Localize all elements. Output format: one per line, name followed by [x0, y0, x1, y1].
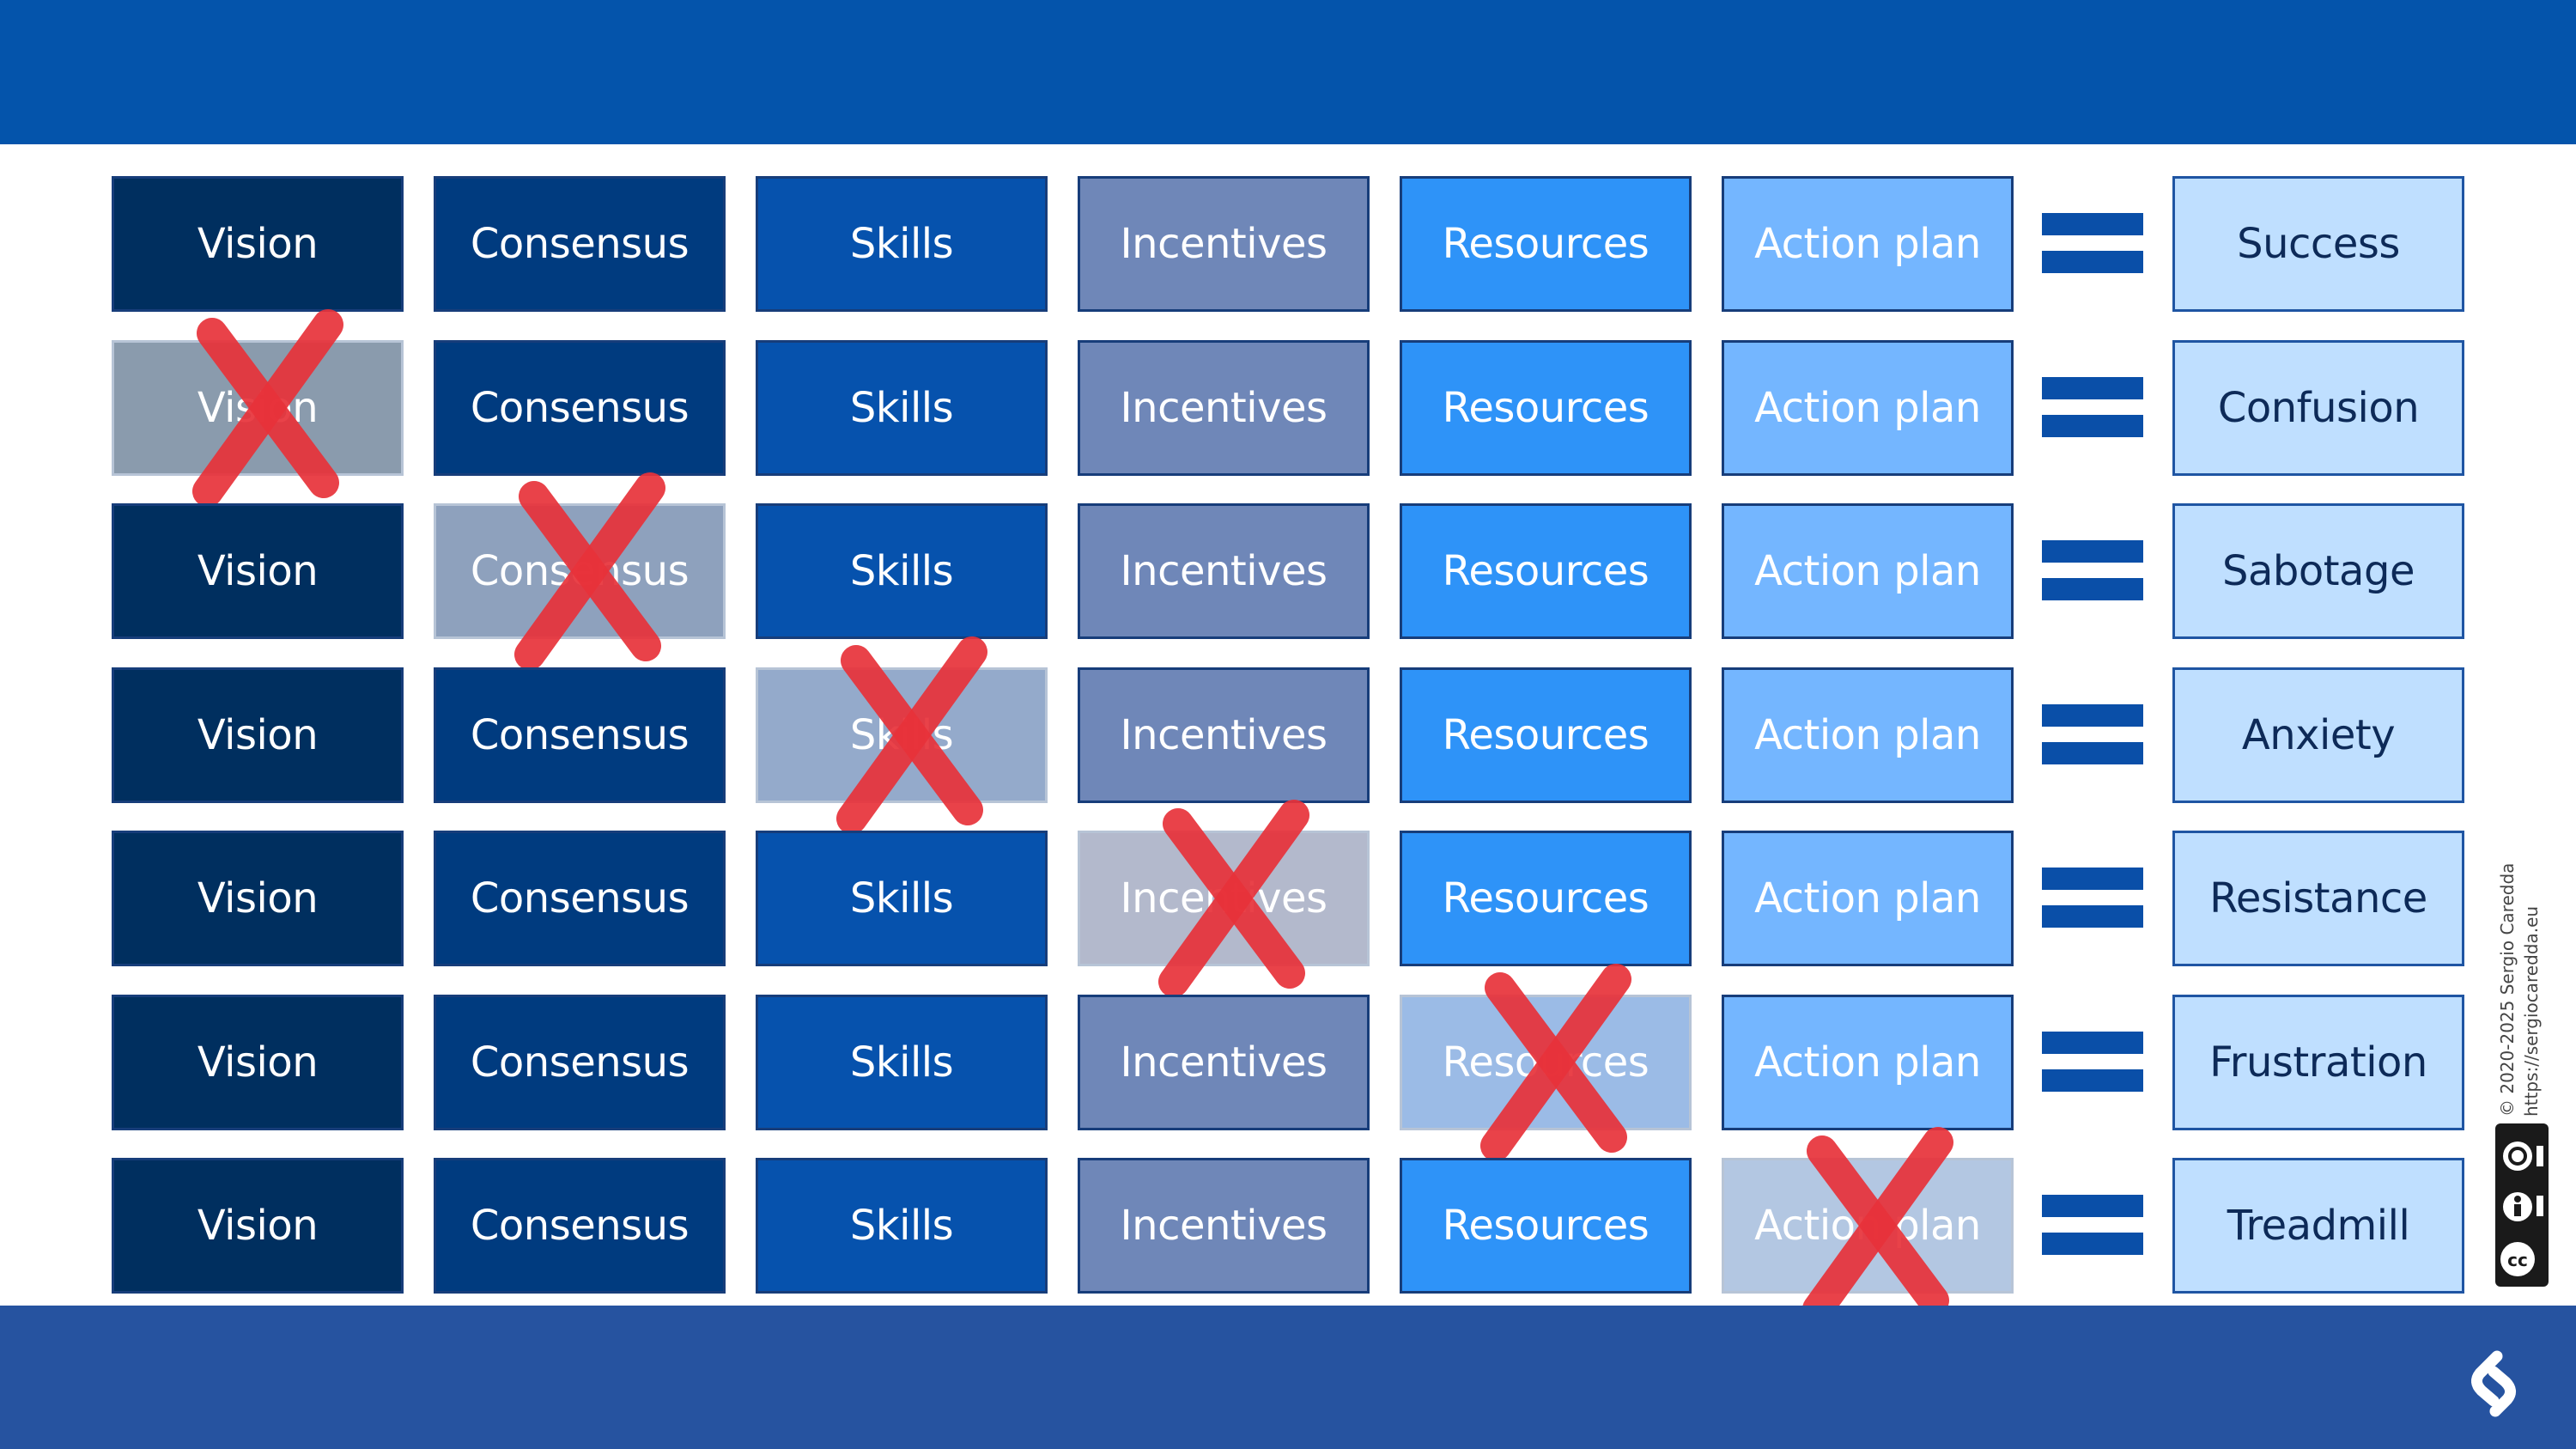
copyright-text: © 2020-2025 Sergio Caredda	[2497, 862, 2518, 1117]
cell-consensus: Consensus	[434, 176, 726, 312]
cell-consensus: Consensus	[434, 1158, 726, 1294]
cell-resources: Resources	[1400, 176, 1692, 312]
cell-action-plan: Action plan	[1722, 503, 2014, 639]
cell-skills: Skills	[756, 831, 1048, 966]
cell-consensus: Consensus	[434, 667, 726, 803]
cell-skills: Skills	[756, 340, 1048, 476]
cell-action-plan: Action plan	[1722, 340, 2014, 476]
cell-resources: Resources	[1400, 340, 1692, 476]
cell-action-plan: Action plan	[1722, 831, 2014, 966]
result-success: Success	[2172, 176, 2464, 312]
cell-skills: Skills	[756, 667, 1048, 803]
equals-icon	[2042, 1032, 2143, 1093]
cell-incentives: Incentives	[1078, 503, 1370, 639]
cell-vision: Vision	[112, 340, 404, 476]
equals-icon	[2042, 1195, 2143, 1257]
cell-resources: Resources	[1400, 995, 1692, 1130]
equals-icon	[2042, 377, 2143, 439]
credit-url[interactable]: https://sergiocaredda.eu	[2521, 905, 2542, 1117]
cell-vision: Vision	[112, 995, 404, 1130]
result-sabotage: Sabotage	[2172, 503, 2464, 639]
cell-action-plan: Action plan	[1722, 995, 2014, 1130]
cell-vision: Vision	[112, 667, 404, 803]
cell-incentives: Incentives	[1078, 1158, 1370, 1294]
cell-incentives: Incentives	[1078, 340, 1370, 476]
equals-icon	[2042, 213, 2143, 275]
cell-incentives: Incentives	[1078, 667, 1370, 803]
cell-skills: Skills	[756, 176, 1048, 312]
equals-icon	[2042, 540, 2143, 602]
cell-vision: Vision	[112, 831, 404, 966]
cell-resources: Resources	[1400, 667, 1692, 803]
cell-incentives: Incentives	[1078, 176, 1370, 312]
cell-skills: Skills	[756, 995, 1048, 1130]
cell-incentives: Incentives	[1078, 831, 1370, 966]
cell-skills: Skills	[756, 1158, 1048, 1294]
equals-icon	[2042, 704, 2143, 766]
cell-consensus: Consensus	[434, 340, 726, 476]
brand-logo-icon	[2456, 1344, 2533, 1422]
svg-text:cc: cc	[2507, 1250, 2528, 1270]
cell-action-plan: Action plan	[1722, 667, 2014, 803]
cell-incentives: Incentives	[1078, 995, 1370, 1130]
credit-block: © 2020-2025 Sergio Caredda https://sergi…	[2494, 852, 2542, 1117]
result-anxiety: Anxiety	[2172, 667, 2464, 803]
footer-band	[0, 1306, 2576, 1449]
cell-consensus: Consensus	[434, 503, 726, 639]
equals-icon	[2042, 868, 2143, 929]
result-frustration: Frustration	[2172, 995, 2464, 1130]
cell-resources: Resources	[1400, 831, 1692, 966]
result-confusion: Confusion	[2172, 340, 2464, 476]
result-treadmill: Treadmill	[2172, 1158, 2464, 1294]
cell-vision: Vision	[112, 1158, 404, 1294]
cc-by-sa-icon: cc	[2495, 1123, 2549, 1287]
cell-vision: Vision	[112, 176, 404, 312]
cell-resources: Resources	[1400, 1158, 1692, 1294]
header-band	[0, 0, 2576, 144]
cell-action-plan: Action plan	[1722, 1158, 2014, 1294]
cell-skills: Skills	[756, 503, 1048, 639]
cell-action-plan: Action plan	[1722, 176, 2014, 312]
result-resistance: Resistance	[2172, 831, 2464, 966]
cell-consensus: Consensus	[434, 995, 726, 1130]
cell-resources: Resources	[1400, 503, 1692, 639]
cell-consensus: Consensus	[434, 831, 726, 966]
cell-vision: Vision	[112, 503, 404, 639]
